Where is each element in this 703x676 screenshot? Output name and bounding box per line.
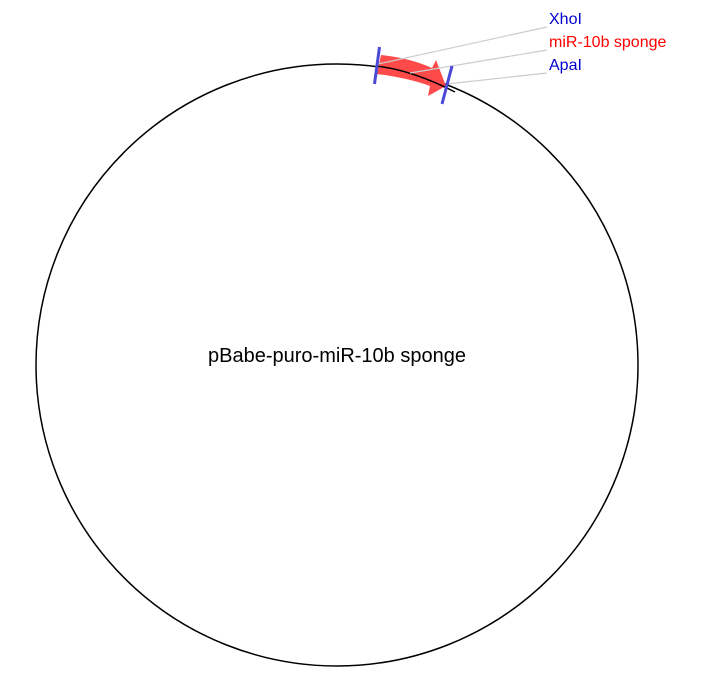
xhoi-site-tick[interactable] bbox=[373, 46, 381, 85]
xhoi-label[interactable]: XhoI bbox=[549, 11, 582, 28]
apai-leader-line bbox=[446, 72, 548, 85]
mir-10b-sponge-label[interactable]: miR-10b sponge bbox=[549, 34, 667, 51]
mir-10b-sponge-feature-arrow[interactable] bbox=[377, 55, 446, 96]
xhoi-leader-line bbox=[377, 26, 548, 65]
mir-10b-sponge-leader-line bbox=[409, 49, 548, 74]
plasmid-backbone-circle bbox=[35, 63, 639, 667]
apai-site-tick[interactable] bbox=[440, 65, 454, 105]
apai-label[interactable]: ApaI bbox=[549, 57, 582, 74]
plasmid-name-title: pBabe-puro-miR-10b sponge bbox=[208, 345, 466, 367]
